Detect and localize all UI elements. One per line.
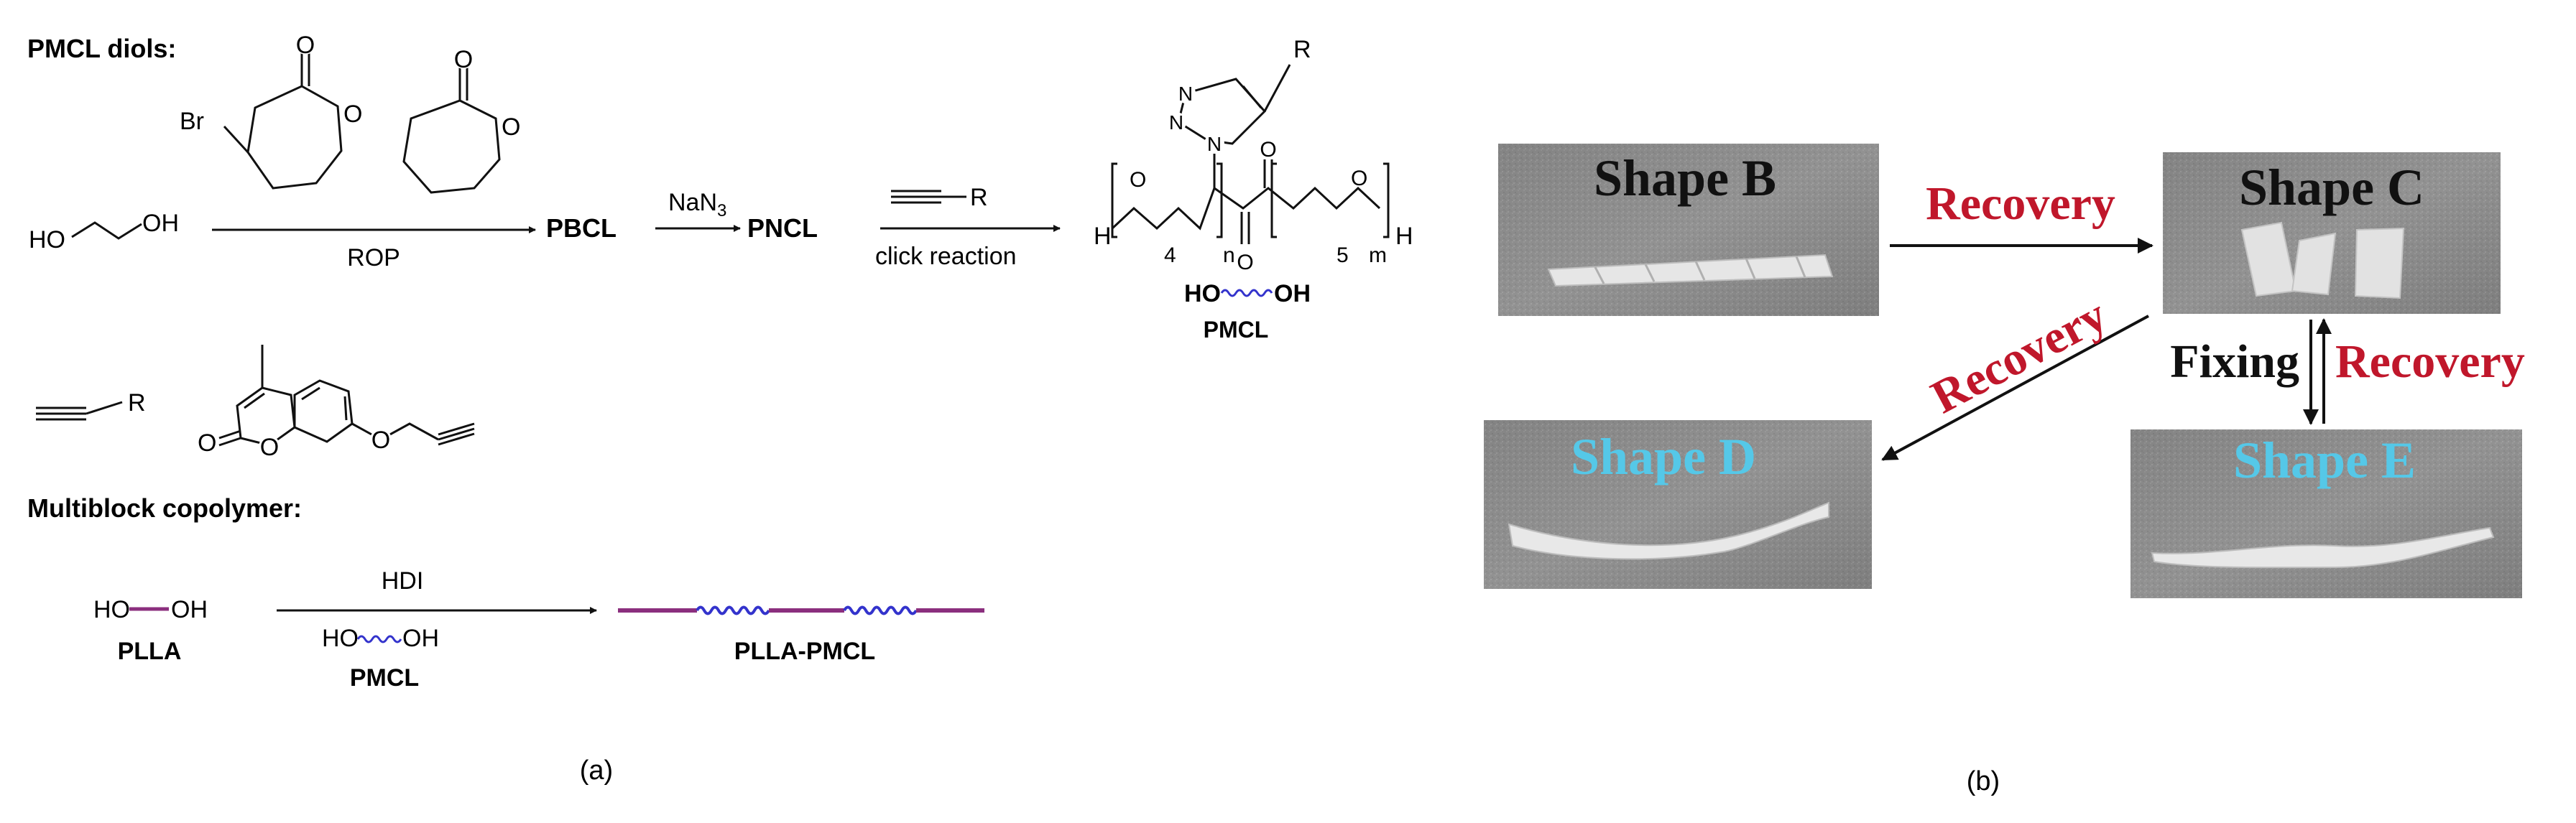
rop-label: ROP xyxy=(347,244,400,271)
svg-text:N: N xyxy=(1207,133,1222,155)
svg-text:O: O xyxy=(1351,167,1367,190)
repeat-m: m xyxy=(1369,243,1387,267)
svg-text:O: O xyxy=(1260,138,1276,162)
product-pncl: PNCL xyxy=(747,213,818,243)
recovery-label-1: Recovery xyxy=(1926,177,2115,230)
svg-text:O: O xyxy=(371,427,390,454)
photo-shape-c: Shape C xyxy=(2163,152,2501,314)
caprolactone-ring-atoms: O O xyxy=(453,46,522,141)
plla-oh: OH xyxy=(171,596,208,623)
svg-text:O: O xyxy=(296,32,315,59)
panel-b: Shape B Shape C Shape D Shape E xyxy=(1484,144,2525,796)
arrow-pmcl-ho: HO xyxy=(322,625,359,652)
svg-text:O: O xyxy=(454,46,473,73)
br-label: Br xyxy=(180,108,204,135)
shape-e-label: Shape E xyxy=(2233,432,2416,489)
coumarin-atoms: O O O xyxy=(195,427,392,461)
shape-c-label: Shape C xyxy=(2239,159,2424,216)
strip-e xyxy=(2151,526,2495,569)
diol-ho-label: HO xyxy=(29,226,65,254)
svg-text:O: O xyxy=(1237,251,1253,274)
shape-b-label: Shape B xyxy=(1594,149,1776,207)
shape-d-label: Shape D xyxy=(1571,428,1756,485)
click-alkyne-r: R xyxy=(970,184,988,211)
repeat-4: 4 xyxy=(1164,243,1176,267)
photo-shape-b: Shape B xyxy=(1498,144,1879,316)
svg-text:O: O xyxy=(198,429,216,457)
svg-text:N: N xyxy=(1178,83,1193,105)
ethylene-glycol: HO OH xyxy=(29,210,179,254)
svg-text:N: N xyxy=(1169,111,1183,134)
pmcl-oh: OH xyxy=(1274,280,1311,307)
caption-a: (a) xyxy=(580,755,613,786)
svg-text:O: O xyxy=(502,113,520,141)
plla-ho: HO xyxy=(93,596,130,623)
photo-shape-d: Shape D xyxy=(1484,420,1872,589)
svg-text:O: O xyxy=(260,434,279,461)
diol-bonds xyxy=(71,221,142,240)
coumarin-structure xyxy=(218,345,475,447)
repeat-n: n xyxy=(1223,243,1235,267)
diol-oh-label: OH xyxy=(142,210,179,237)
section-title-multiblock: Multiblock copolymer: xyxy=(27,493,302,523)
pmcl-ho: HO xyxy=(1184,280,1221,307)
caption-b: (b) xyxy=(1967,766,2000,796)
recovery-label-3: Recovery xyxy=(2335,335,2525,388)
caprolactone-structure xyxy=(402,66,501,194)
arrow-pmcl-oh: OH xyxy=(402,625,439,652)
panel-a: PMCL diols: HO OH O O Br xyxy=(27,32,1413,786)
copolymer-name: PLLA-PMCL xyxy=(734,638,875,665)
arrow-c-to-d xyxy=(1881,315,2149,461)
curled-strip-c xyxy=(2240,221,2405,299)
svg-text:O: O xyxy=(343,101,362,128)
arrow-pmcl-name: PMCL xyxy=(350,664,419,692)
bromo-caprolactone-structure xyxy=(223,52,343,190)
section-title-diols: PMCL diols: xyxy=(27,34,176,63)
click-alkyne xyxy=(891,190,966,204)
click-reaction-label: click reaction xyxy=(875,243,1017,270)
triazole-r: R xyxy=(1293,36,1311,63)
svg-text:O: O xyxy=(1130,168,1146,192)
repeat-5: 5 xyxy=(1337,243,1349,267)
bromo-caprolactone-ring-atoms: O O Br xyxy=(180,32,364,135)
alkyne-legend-r: R xyxy=(128,389,146,417)
hdi-label: HDI xyxy=(382,567,424,595)
alkyne-legend xyxy=(36,401,123,421)
nan3-label: NaN3 xyxy=(668,189,726,220)
pmcl-wavy-line xyxy=(1220,289,1273,297)
arrow-pmcl-wavy xyxy=(356,635,402,643)
product-pbcl: PBCL xyxy=(546,213,617,243)
h-left: H xyxy=(1094,223,1112,250)
spiral-strip-b xyxy=(1547,254,1834,287)
fixing-label: Fixing xyxy=(2170,335,2299,388)
photo-shape-e: Shape E xyxy=(2130,429,2522,598)
pmcl-structure: R N N N O O O O H H 4 xyxy=(1094,36,1413,274)
strip-d xyxy=(1508,501,1829,560)
recovery-label-2: Recovery xyxy=(1923,289,2115,424)
pmcl-name: PMCL xyxy=(1204,317,1269,343)
h-right: H xyxy=(1395,223,1413,250)
plla-name: PLLA xyxy=(118,638,182,665)
copolymer-chain xyxy=(618,605,984,615)
